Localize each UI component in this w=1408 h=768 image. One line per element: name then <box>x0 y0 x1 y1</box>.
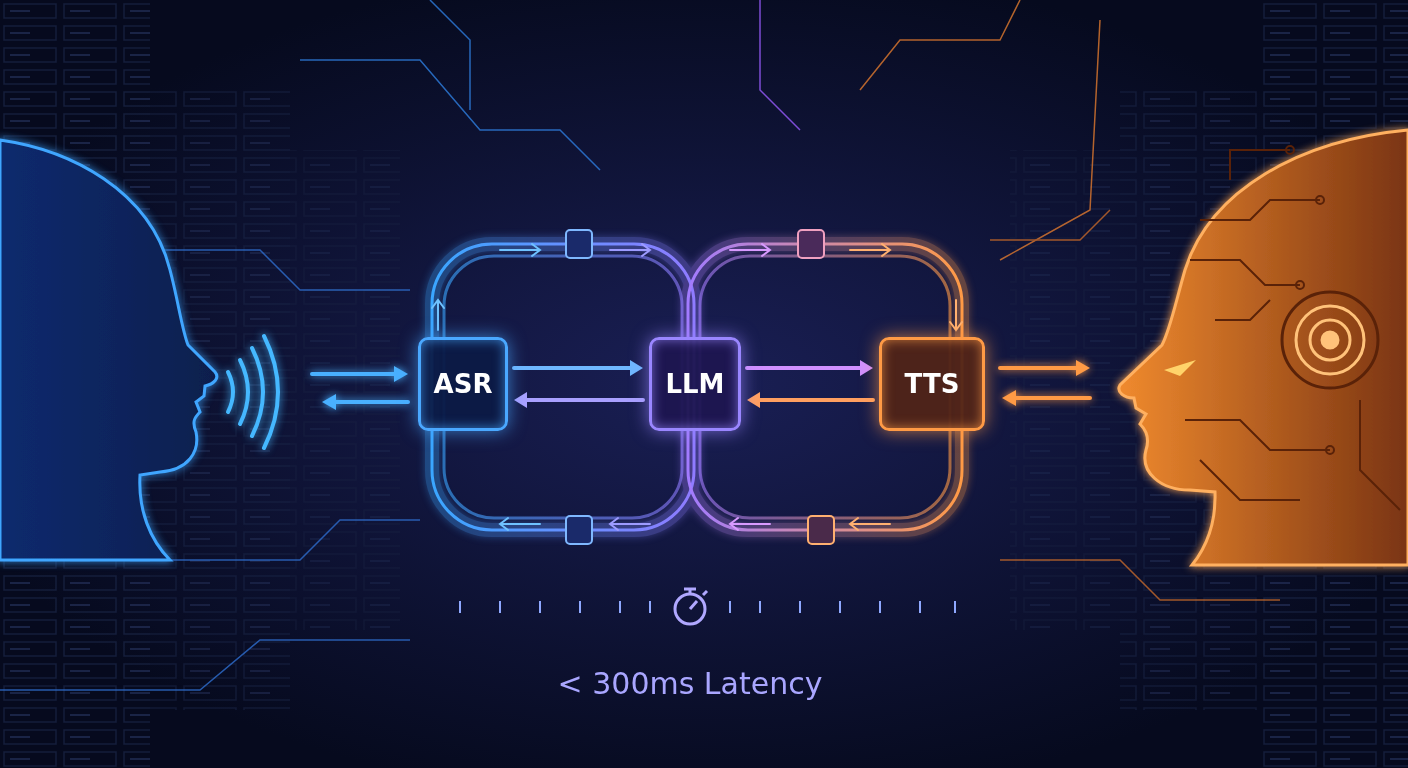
human-head <box>0 140 217 560</box>
flow-arrow <box>747 360 873 376</box>
process-box: ASR <box>418 337 508 431</box>
flow-arrow <box>514 360 643 376</box>
latency-label: < 300ms Latency <box>558 666 823 701</box>
ai-circuits <box>1185 146 1400 510</box>
process-box: LLM <box>649 337 741 431</box>
process-box: TTS <box>879 337 985 431</box>
ai-head <box>1119 130 1408 565</box>
box-label: TTS <box>905 369 960 399</box>
data-packets <box>566 230 834 544</box>
flow-arrow <box>747 392 873 408</box>
box-label: LLM <box>665 369 724 399</box>
stopwatch-icon <box>675 589 707 624</box>
sound-waves <box>228 336 278 448</box>
ai-eye <box>1164 360 1196 376</box>
timeline-ticks <box>460 601 955 613</box>
box-label: ASR <box>434 369 493 399</box>
flow-arrow <box>514 392 643 408</box>
ai-ear <box>1282 292 1378 388</box>
